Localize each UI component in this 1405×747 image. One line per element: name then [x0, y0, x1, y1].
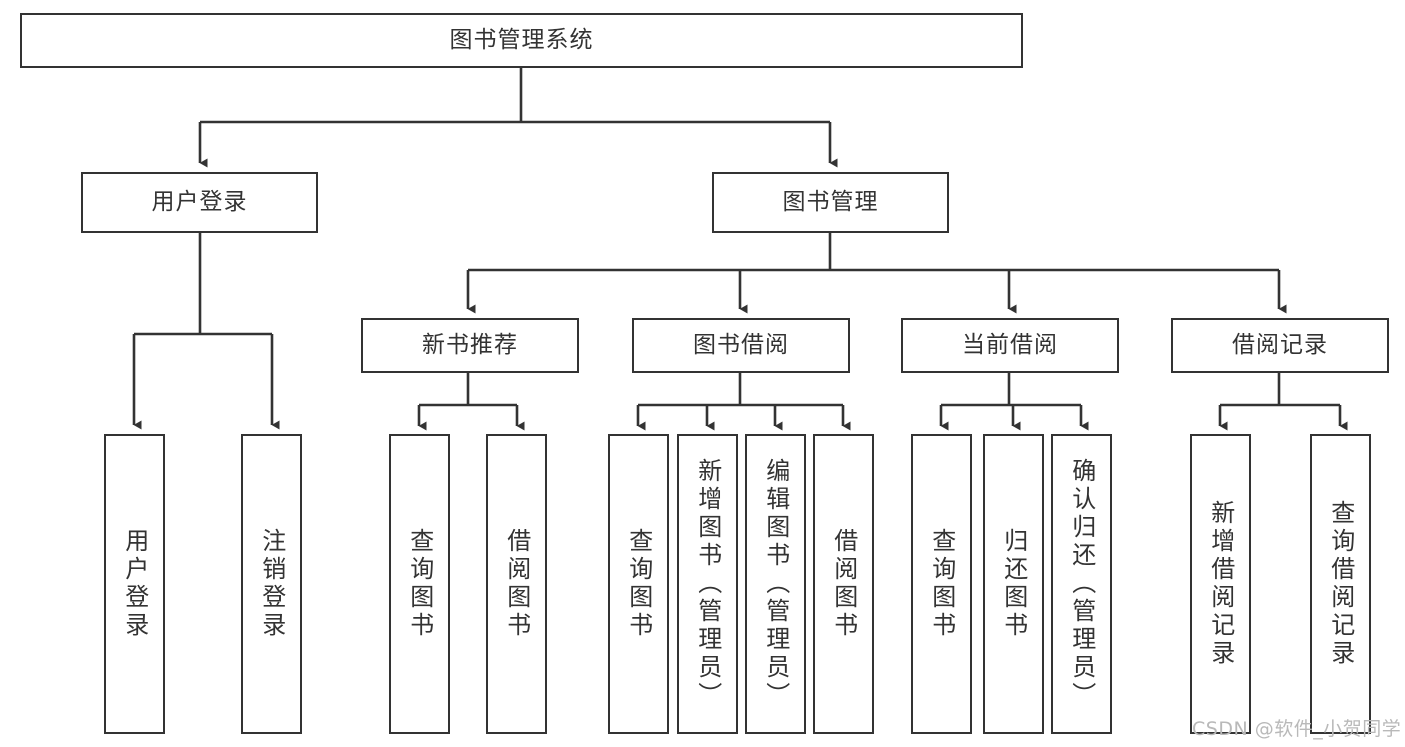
node-current-borrow[interactable]: 当前借阅: [901, 318, 1119, 373]
node-leaf-query-book-3[interactable]: 查询图书: [911, 434, 972, 734]
node-new-book-recommend[interactable]: 新书推荐: [361, 318, 579, 373]
node-leaf-add-record[interactable]: 新增借阅记录: [1190, 434, 1251, 734]
node-leaf-borrow-book-1-label: 借阅图书: [502, 528, 531, 640]
node-new-book-recommend-label: 新书推荐: [422, 332, 518, 359]
node-leaf-borrow-book-1[interactable]: 借阅图书: [486, 434, 547, 734]
node-leaf-confirm-return[interactable]: 确认归还（管理员）: [1051, 434, 1112, 734]
node-leaf-edit-book-label: 编辑图书（管理员）: [761, 458, 790, 710]
node-leaf-user-login[interactable]: 用户登录: [104, 434, 165, 734]
watermark: CSDN @软件_小贺同学: [1192, 718, 1402, 740]
node-user-login[interactable]: 用户登录: [81, 172, 318, 233]
node-book-borrow-label: 图书借阅: [693, 332, 789, 359]
node-leaf-add-book[interactable]: 新增图书（管理员）: [677, 434, 738, 734]
node-leaf-add-record-label: 新增借阅记录: [1206, 500, 1235, 668]
node-book-manage[interactable]: 图书管理: [712, 172, 949, 233]
node-current-borrow-label: 当前借阅: [962, 332, 1058, 359]
node-leaf-add-book-label: 新增图书（管理员）: [693, 458, 722, 710]
node-user-login-label: 用户登录: [151, 189, 248, 216]
node-leaf-user-logout-label: 注销登录: [257, 528, 286, 640]
node-leaf-query-book-3-label: 查询图书: [927, 528, 956, 640]
node-leaf-return-book-label: 归还图书: [999, 528, 1028, 640]
node-book-borrow[interactable]: 图书借阅: [632, 318, 850, 373]
node-leaf-return-book[interactable]: 归还图书: [983, 434, 1044, 734]
node-leaf-confirm-return-label: 确认归还（管理员）: [1067, 458, 1096, 710]
node-leaf-edit-book[interactable]: 编辑图书（管理员）: [745, 434, 806, 734]
node-leaf-borrow-book-2[interactable]: 借阅图书: [813, 434, 874, 734]
node-leaf-user-login-label: 用户登录: [120, 528, 149, 640]
node-borrow-record[interactable]: 借阅记录: [1171, 318, 1389, 373]
node-leaf-borrow-book-2-label: 借阅图书: [829, 528, 858, 640]
node-leaf-query-book-2[interactable]: 查询图书: [608, 434, 669, 734]
node-leaf-query-book-1-label: 查询图书: [405, 528, 434, 640]
node-book-manage-label: 图书管理: [782, 189, 879, 216]
node-root-label: 图书管理系统: [449, 27, 594, 54]
node-leaf-query-record-label: 查询借阅记录: [1326, 500, 1355, 668]
node-leaf-query-book-1[interactable]: 查询图书: [389, 434, 450, 734]
node-leaf-user-logout[interactable]: 注销登录: [241, 434, 302, 734]
node-leaf-query-book-2-label: 查询图书: [624, 528, 653, 640]
node-root[interactable]: 图书管理系统: [20, 13, 1023, 68]
node-leaf-query-record[interactable]: 查询借阅记录: [1310, 434, 1371, 734]
node-borrow-record-label: 借阅记录: [1232, 332, 1328, 359]
